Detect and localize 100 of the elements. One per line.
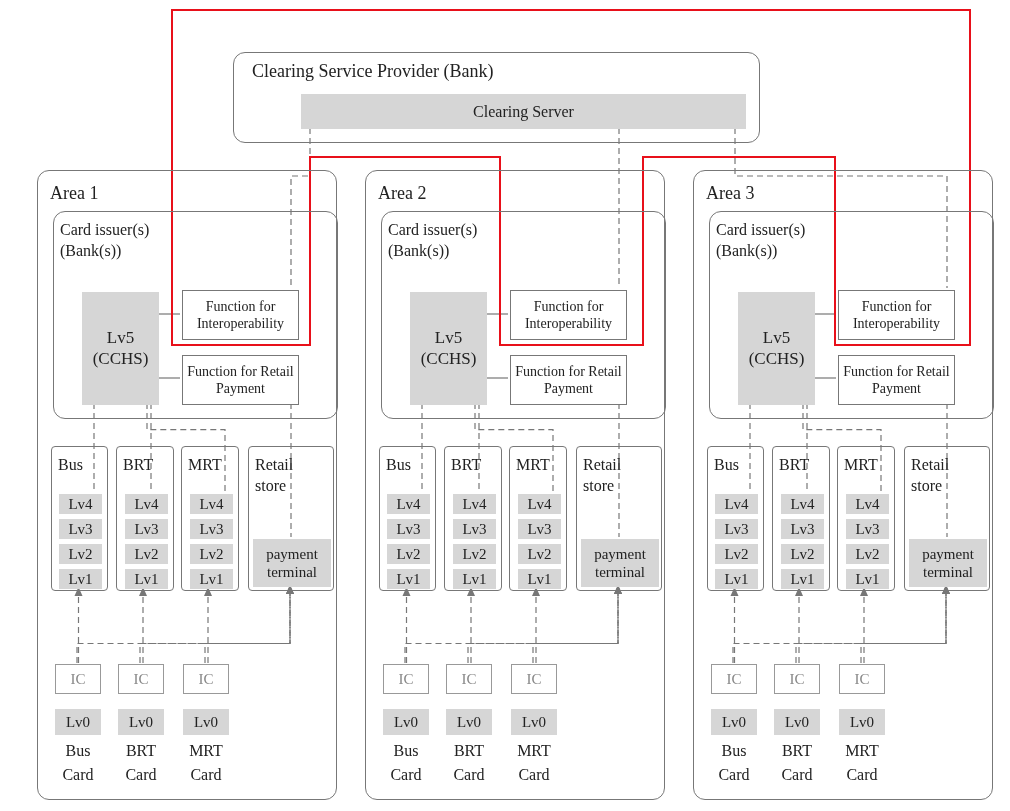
service-panel [837,446,895,591]
panel-heading: MRT [188,455,223,475]
panel-heading: Bus [386,455,412,475]
chip-box: IC [55,664,101,694]
area-panel [365,170,665,800]
level-block: Lv3 [453,519,496,539]
level-block: Lv5 (CCHS) [82,292,159,405]
service-panel [379,446,436,591]
card-caption: MRT Card [188,741,224,785]
panel-heading: MRT [844,455,879,475]
level-block: Lv2 [125,544,168,564]
panel-heading: Area 2 [378,183,427,204]
level-block: Lv3 [846,519,889,539]
panel-heading: MRT [516,455,551,475]
level-block: Lv0 [183,709,229,735]
panel-heading: Card issuer(s) (Bank(s)) [716,220,807,262]
issuer-panel [709,211,994,419]
level-block: Lv1 [387,569,430,589]
level-block: Lv2 [453,544,496,564]
panel-heading: Retail store [911,455,951,496]
panel-heading: Retail store [583,455,623,496]
level-block: Lv3 [190,519,233,539]
chip-box: IC [511,664,557,694]
card-caption: Bus Card [717,741,751,785]
level-block: Lv0 [446,709,492,735]
level-block: Lv2 [59,544,102,564]
level-block: Clearing Server [301,94,746,129]
area-panel [37,170,337,800]
dashed-connector [734,127,948,289]
panel-heading: Bus [58,455,84,475]
panel-heading: Area 3 [706,183,755,204]
chip-box: IC [118,664,164,694]
level-block: Lv3 [125,519,168,539]
level-block: Lv0 [118,709,164,735]
function-box: Function for Interoperability [510,290,627,340]
level-block: Lv0 [55,709,101,735]
provider-panel [233,52,760,143]
card-caption: BRT Card [452,741,486,785]
card-caption: Bus Card [61,741,95,785]
level-block: Lv1 [518,569,561,589]
chip-box: IC [183,664,229,694]
level-block: Lv2 [781,544,824,564]
level-block: Lv1 [781,569,824,589]
level-block: Lv3 [715,519,758,539]
level-block: Lv0 [774,709,820,735]
level-block: payment terminal [909,539,987,587]
service-panel [181,446,239,591]
card-caption: Bus Card [389,741,423,785]
card-caption: MRT Card [844,741,880,785]
service-panel [707,446,764,591]
level-block: Lv4 [125,494,168,514]
level-block: Lv1 [453,569,496,589]
service-panel [509,446,567,591]
panel-heading: BRT [779,455,811,475]
level-block: payment terminal [581,539,659,587]
level-block: Lv0 [839,709,885,735]
chip-box: IC [774,664,820,694]
level-block: Lv3 [518,519,561,539]
level-block: Lv4 [846,494,889,514]
level-block: Lv1 [715,569,758,589]
function-box: Function for Interoperability [182,290,299,340]
card-caption: MRT Card [516,741,552,785]
level-block: Lv4 [781,494,824,514]
panel-heading: Card issuer(s) (Bank(s)) [388,220,479,262]
level-block: Lv2 [518,544,561,564]
level-block: Lv5 (CCHS) [410,292,487,405]
level-block: Lv1 [846,569,889,589]
chip-box: IC [839,664,885,694]
function-box: Function for Interoperability [838,290,955,340]
level-block: Lv4 [190,494,233,514]
level-block: Lv4 [518,494,561,514]
level-block: Lv4 [715,494,758,514]
panel-heading: Retail store [255,455,295,496]
chip-box: IC [383,664,429,694]
level-block: Lv5 (CCHS) [738,292,815,405]
level-block: Lv4 [453,494,496,514]
chip-box: IC [711,664,757,694]
issuer-panel [381,211,666,419]
level-block: Lv2 [846,544,889,564]
function-box: Function for Retail Payment [182,355,299,405]
level-block: Lv0 [383,709,429,735]
panel-heading: BRT [451,455,483,475]
card-caption: BRT Card [780,741,814,785]
area-panel [693,170,993,800]
panel-heading: Area 1 [50,183,99,204]
service-panel [51,446,108,591]
panel-heading: BRT [123,455,155,475]
panel-heading: Clearing Service Provider (Bank) [252,61,494,82]
level-block: Lv4 [387,494,430,514]
level-block: payment terminal [253,539,331,587]
service-panel [904,446,990,591]
function-box: Function for Retail Payment [510,355,627,405]
card-caption: BRT Card [124,741,158,785]
level-block: Lv0 [511,709,557,735]
service-panel [772,446,830,591]
service-panel [444,446,502,591]
chip-box: IC [446,664,492,694]
level-block: Lv4 [59,494,102,514]
issuer-panel [53,211,338,419]
level-block: Lv1 [125,569,168,589]
